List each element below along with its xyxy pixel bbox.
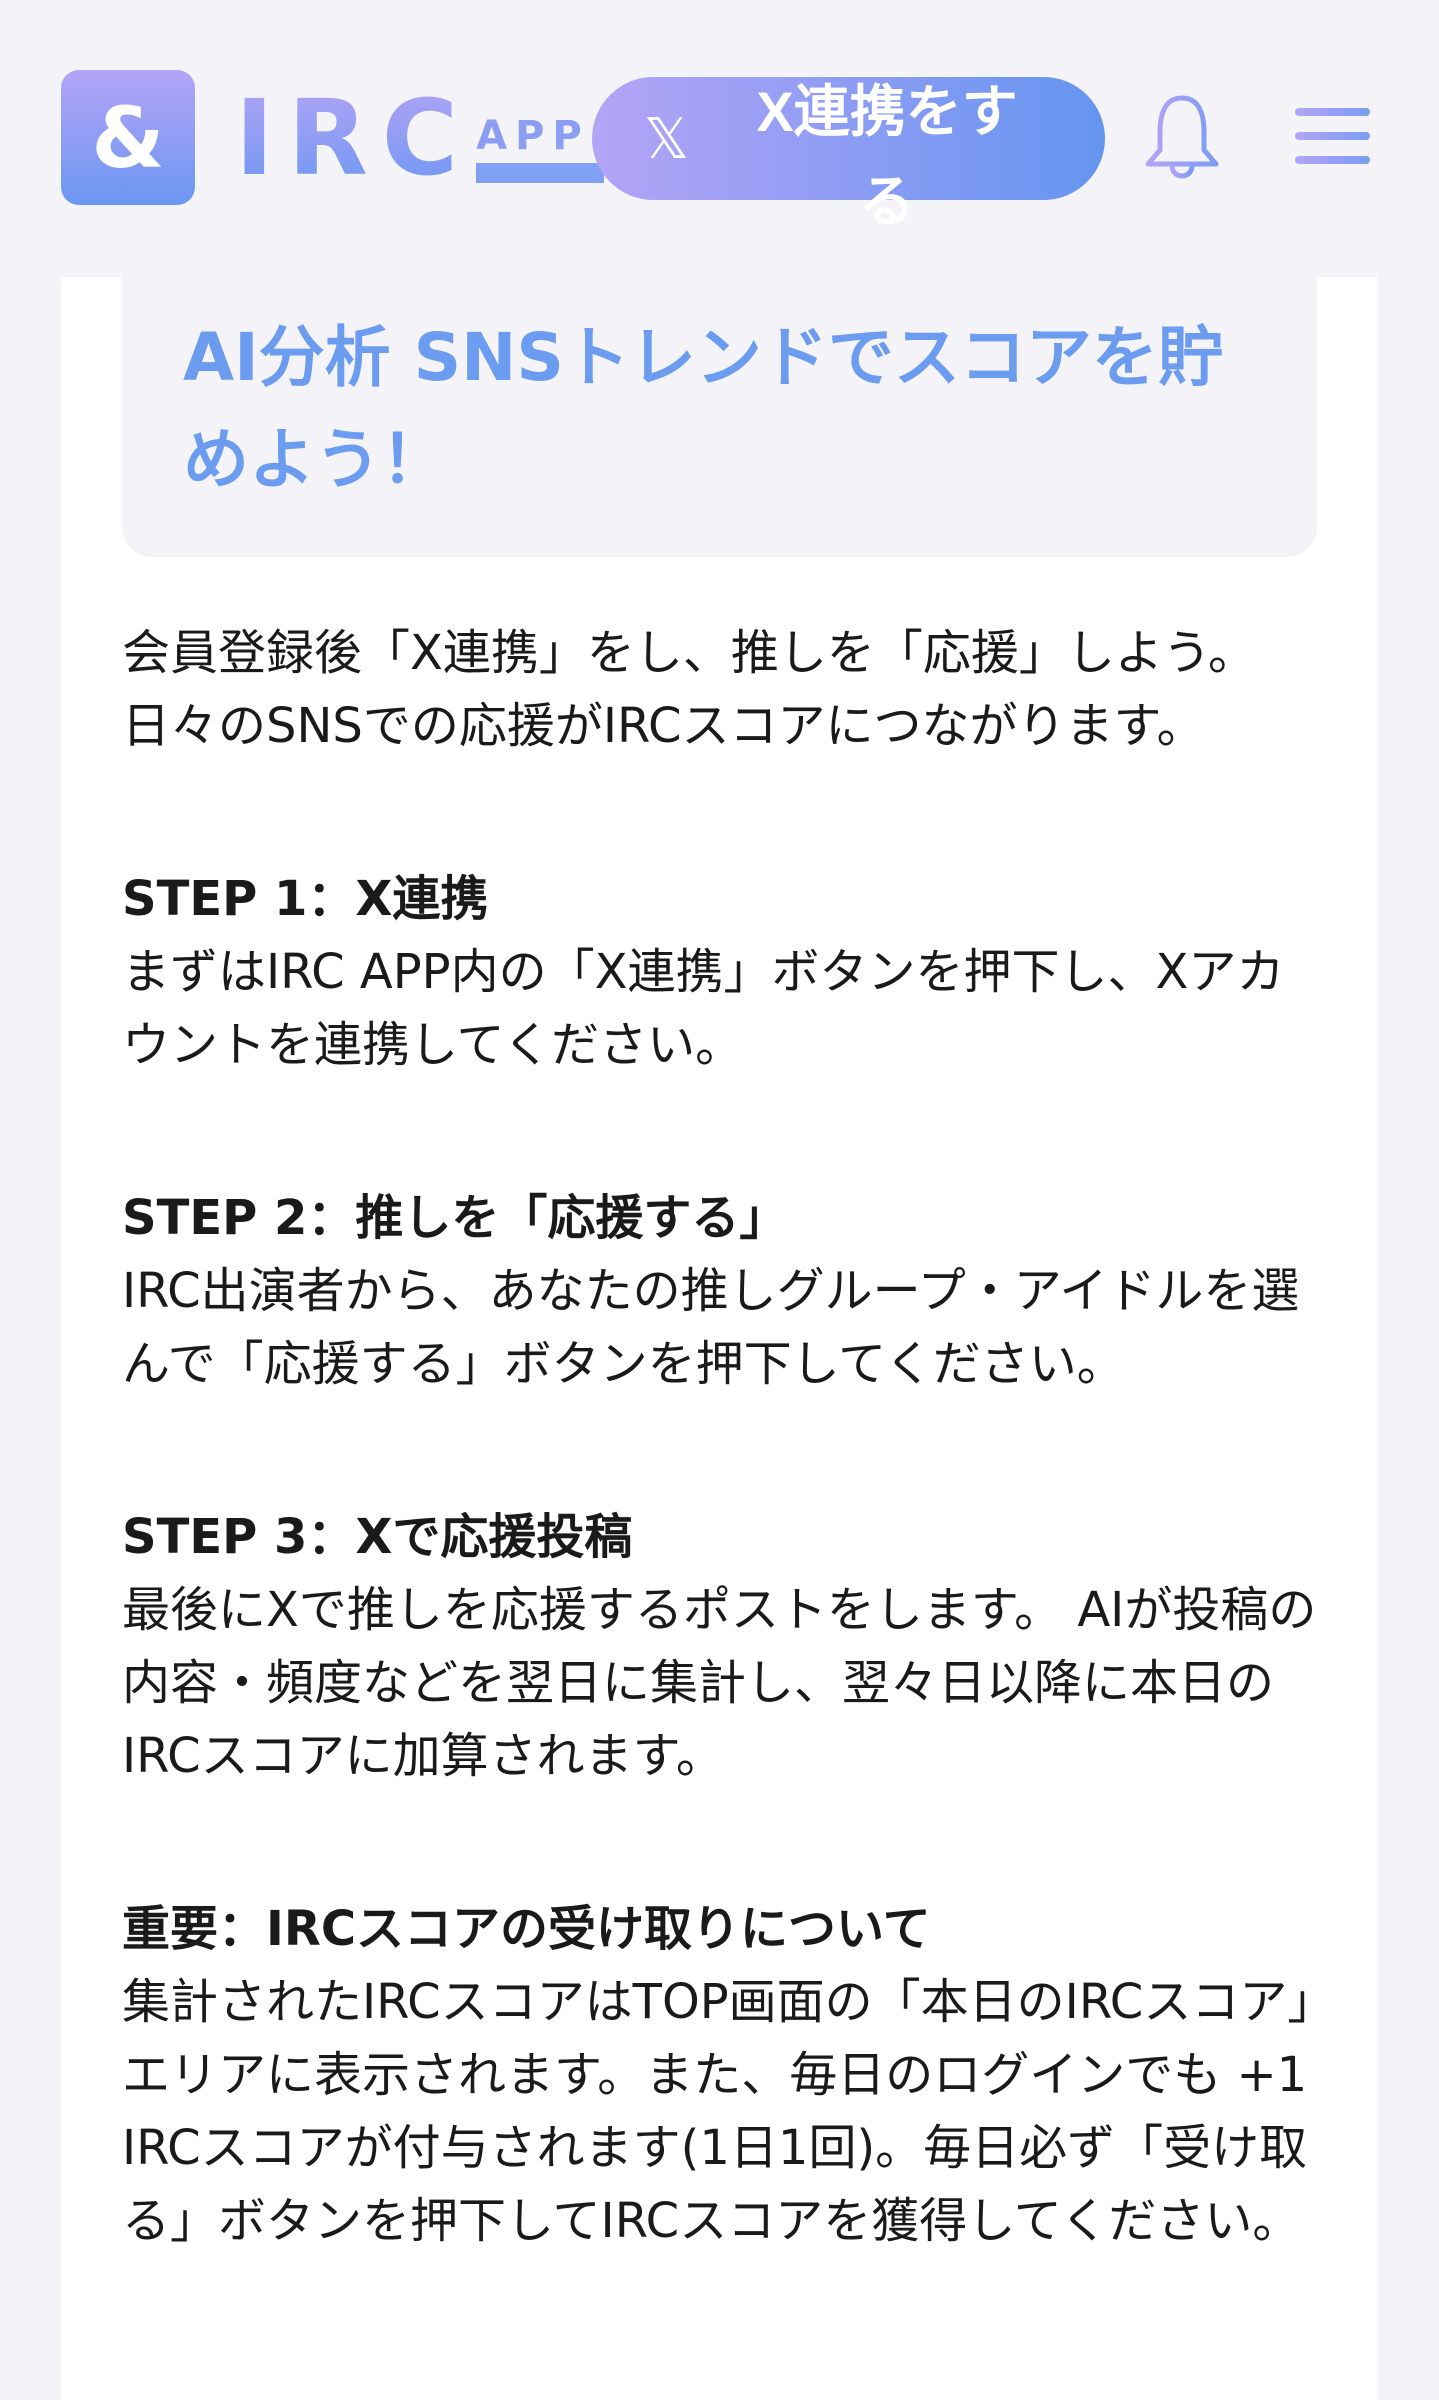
logo-underline — [476, 163, 605, 183]
x-logo-icon: 𝕏 — [644, 106, 690, 170]
step-heading: STEP 2：推しを「応援する」 — [122, 1190, 788, 1246]
logo-text: IRC — [235, 76, 473, 199]
step-heading: STEP 3：Xで応援投稿 — [122, 1509, 633, 1565]
logo-mark-icon: & — [61, 70, 195, 205]
step-heading: STEP 1：X連携 — [122, 871, 489, 927]
page-title: AI分析 SNSトレンドでスコアを貯めよう！ — [183, 319, 1224, 498]
step-body: 集計されたIRCスコアはTOP画面の「本日のIRCスコア」エリアに表示されます。… — [122, 1974, 1312, 2249]
title-box: AI分析 SNSトレンドでスコアを貯めよう！ — [122, 277, 1317, 557]
step-body: まずはIRC APP内の「X連携」ボタンを押下し、Xアカウントを連携してください… — [122, 944, 1285, 1073]
step-1: STEP 1：X連携 まずはIRC APP内の「X連携」ボタンを押下し、Xアカウ… — [122, 863, 1317, 1082]
step-heading: 重要：IRCスコアの受け取りについて — [122, 1901, 931, 1957]
step-2: STEP 2：推しを「応援する」 IRC出演者から、あなたの推しグループ・アイド… — [122, 1182, 1317, 1401]
x-connect-button[interactable]: 𝕏 X連携をする — [592, 77, 1105, 233]
header: & IRC APP 𝕏 X連携をする — [0, 0, 1439, 277]
step-body: 最後にXで推しを応援するポストをします。 AIが投稿の内容・頻度などを翌日に集計… — [122, 1582, 1317, 1784]
irc-app-logo[interactable]: & IRC APP — [61, 70, 605, 205]
logo-sub: APP — [476, 113, 605, 183]
hamburger-menu-icon[interactable] — [1295, 108, 1370, 164]
step-body: IRC出演者から、あなたの推しグループ・アイドルを選んで「応援する」ボタンを押下… — [122, 1263, 1300, 1392]
logo-sub-text: APP — [476, 113, 590, 159]
important-note: 重要：IRCスコアの受け取りについて 集計されたIRCスコアはTOP画面の「本日… — [122, 1893, 1317, 2258]
content: 会員登録後「X連携」をし、推しを「応援」しよう。日々のSNSでの応援がIRCスコ… — [61, 617, 1378, 2258]
intro-text: 会員登録後「X連携」をし、推しを「応援」しよう。日々のSNSでの応援がIRCスコ… — [122, 625, 1257, 754]
bell-icon[interactable] — [1138, 92, 1226, 184]
step-3: STEP 3：Xで応援投稿 最後にXで推しを応援するポストをします。 AIが投稿… — [122, 1501, 1317, 1793]
content-card: AI分析 SNSトレンドでスコアを貯めよう！ 会員登録後「X連携」をし、推しを「… — [61, 277, 1378, 2400]
intro-block: 会員登録後「X連携」をし、推しを「応援」しよう。日々のSNSでの応援がIRCスコ… — [122, 617, 1317, 763]
x-connect-label: X連携をする — [756, 80, 1018, 233]
